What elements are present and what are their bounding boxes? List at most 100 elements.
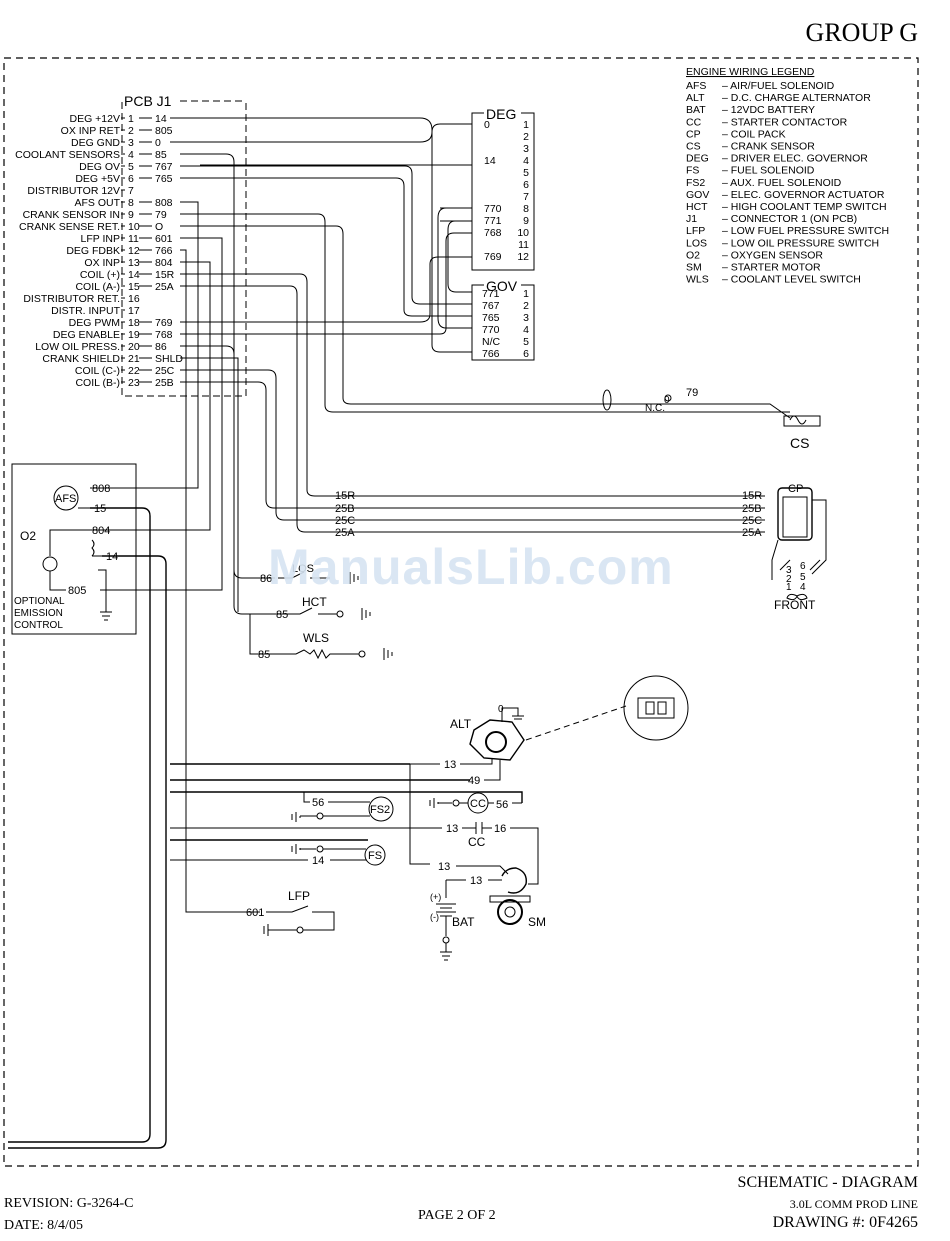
pcb-pin-label: AFS OUT (74, 197, 120, 209)
diagram-border (3, 57, 919, 1167)
pcb-pin-wire-label: 14 (155, 113, 167, 125)
alternator: ALT 0 13 49 (409, 675, 689, 865)
pcb-pin-number: 17 (128, 305, 140, 317)
legend-desc: – OXYGEN SENSOR (722, 249, 823, 261)
wire-13-cc: 13 (446, 823, 458, 835)
pcb-pin-label: CRANK SENSE RET. (19, 221, 120, 233)
emission-line-3: CONTROL (14, 620, 63, 631)
gov-pin-number: 4 (523, 324, 529, 336)
legend-abbr: SM (686, 262, 702, 274)
pcb-pin-number: 13 (128, 257, 140, 269)
legend-desc: – DRIVER ELEC. GOVERNOR (722, 153, 868, 165)
engine-wiring-legend: ENGINE WIRING LEGEND AFS– AIR/FUEL SOLEN… (686, 66, 889, 286)
pcb-pin-label: DISTR. INPUT (51, 305, 120, 317)
cc-label: CC (468, 835, 486, 849)
legend-desc: – AIR/FUEL SOLENOID (722, 80, 835, 92)
wire-0-alt: 0 (498, 704, 504, 715)
pcb-pin-label: DEG ENABLE (53, 329, 120, 341)
gov-title: GOV (486, 278, 518, 294)
pcb-pin-wire-label: 768 (155, 329, 173, 341)
pcb-pin-number: 12 (128, 245, 140, 257)
pcb-pin-wire-label: SHLD (155, 353, 183, 365)
legend-abbr: J1 (686, 213, 697, 225)
deg-pin-wire-label: 769 (484, 251, 502, 263)
pcb-pin-wire-label: O (155, 221, 163, 233)
afs-label: AFS (55, 493, 76, 505)
cp-label: CP (788, 483, 803, 495)
deg-pin-wire-label: 0 (484, 119, 490, 131)
pcb-pin-label: LFP INP (81, 233, 121, 245)
gov-pin-number: 1 (523, 288, 529, 300)
gov-pin-number: 5 (523, 336, 529, 348)
wire-25c-right: 25C (742, 515, 762, 527)
pcb-pin-label: DEG +12V (70, 113, 121, 125)
gov-pin-wire-label: N/C (482, 336, 501, 348)
pcb-pin-number: 6 (128, 173, 134, 185)
deg-pin-wire-label: 14 (484, 155, 496, 167)
pcb-pin-label: CRANK SENSOR IN (23, 209, 120, 221)
fuel-solenoid: 14 FS (170, 844, 386, 867)
fs-label: FS (368, 850, 382, 862)
pcb-pin-label: DISTRIBUTOR RET. (23, 293, 120, 305)
svg-text:6: 6 (800, 561, 806, 572)
wire-25a-right: 25A (742, 527, 762, 539)
deg-pin-number: 2 (523, 131, 529, 143)
pcb-pin-label: COIL (C-) (75, 365, 120, 377)
legend-desc: – HIGH COOLANT TEMP SWITCH (722, 201, 887, 213)
low-fuel-pressure-switch: LFP 601 (246, 889, 335, 936)
lfp-label: LFP (288, 889, 310, 903)
svg-text:5: 5 (800, 572, 806, 583)
pcb-pin-number: 7 (128, 185, 134, 197)
pcb-wiring (90, 117, 791, 913)
pcb-pin-label: COIL (+) (80, 269, 120, 281)
legend-title: ENGINE WIRING LEGEND (686, 66, 815, 78)
wire-13-bat: 13 (438, 861, 450, 873)
pcb-pin-wire-label: 766 (155, 245, 173, 257)
pcb-pin-wire-label: 86 (155, 341, 167, 353)
pcb-pin-number: 5 (128, 161, 134, 173)
legend-desc: – STARTER CONTACTOR (722, 116, 848, 128)
bat-plus: (+) (430, 892, 441, 902)
emission-control: AFS 808 15 O2 804 805 14 OPTIONAL EMISSI… (11, 463, 137, 635)
pcb-pin-label: OX INP (84, 257, 120, 269)
pcb-pin-number: 8 (128, 197, 134, 209)
deg-pin-number: 3 (523, 143, 529, 155)
pcb-pin-label: COIL (A-) (75, 281, 120, 293)
wire-25b-right: 25B (742, 503, 762, 515)
wls-label: WLS (303, 631, 329, 645)
pcb-pin-wire-label: 0 (155, 137, 161, 149)
deg-pin-number: 1 (523, 119, 529, 131)
deg-pin-number: 9 (523, 215, 529, 227)
crank-sensor: 79 N.C. 0 CS (602, 387, 821, 451)
wire-85-hct: 85 (276, 609, 288, 621)
wire-805: 805 (68, 585, 86, 597)
svg-text:2: 2 (786, 574, 792, 585)
pcb-pin-number: 10 (128, 221, 140, 233)
wire-16: 16 (494, 823, 506, 835)
schematic-title: SCHEMATIC - DIAGRAM (737, 1174, 918, 1191)
o2-label: O2 (20, 529, 36, 543)
legend-desc: – LOW FUEL PRESSURE SWITCH (722, 225, 889, 237)
deg-pin-number: 8 (523, 203, 529, 215)
pcb-pin-number: 1 (128, 113, 134, 125)
pcb-pin-wire-label: 601 (155, 233, 173, 245)
aux-fuel-solenoid: 56 FS2 (291, 792, 394, 822)
watermark: ManualsLib.com (268, 539, 674, 595)
deg-title: DEG (486, 106, 516, 122)
legend-desc: – STARTER MOTOR (722, 262, 821, 274)
wire-label-79: 79 (686, 387, 698, 399)
legend-desc: – 12VDC BATTERY (722, 104, 815, 116)
deg-pin-wire-label: 768 (484, 227, 502, 239)
pcb-pin-number: 23 (128, 377, 140, 389)
legend-desc: – LOW OIL PRESSURE SWITCH (722, 237, 879, 249)
cs-label: CS (790, 435, 809, 451)
wire-808: 808 (92, 483, 110, 495)
wire-label-nc: N.C. (645, 403, 665, 414)
legend-abbr: CC (686, 116, 702, 128)
legend-desc: – COOLANT LEVEL SWITCH (722, 274, 861, 286)
pcb-pin-wire-label: 808 (155, 197, 173, 209)
legend-desc: – ELEC. GOVERNOR ACTUATOR (722, 189, 885, 201)
